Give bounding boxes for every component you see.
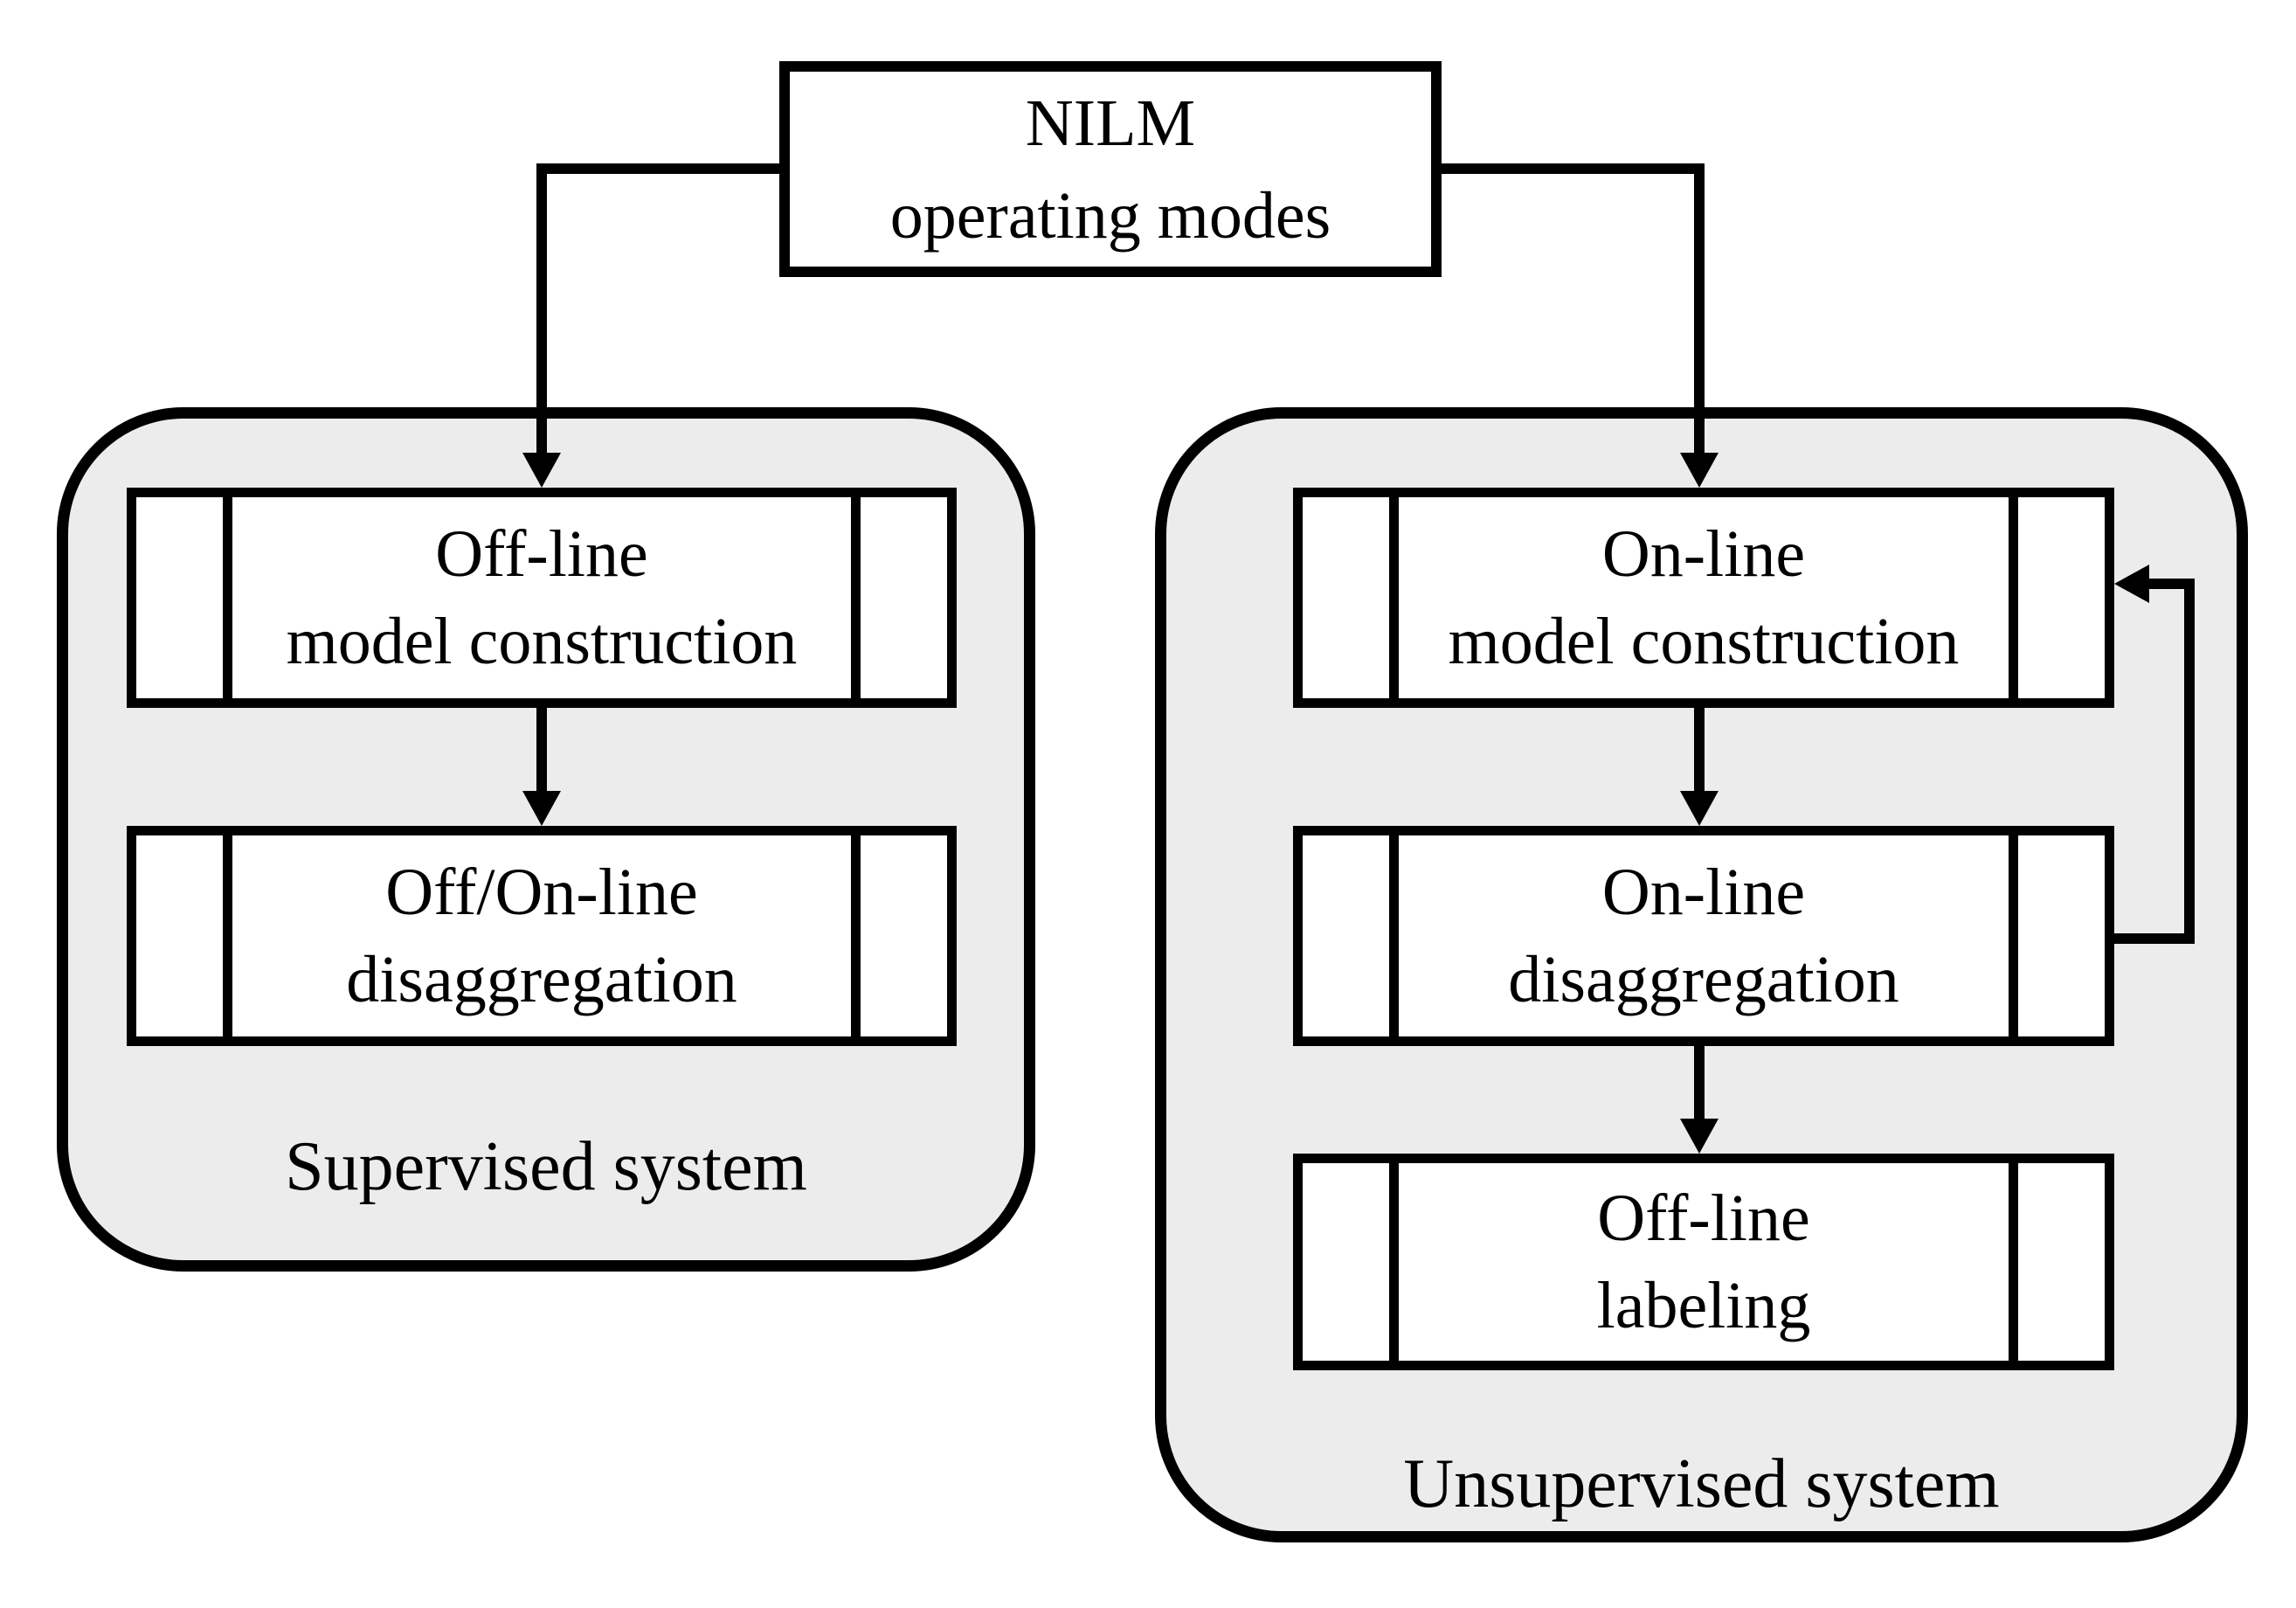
arrowhead-down-into-online-model-construction xyxy=(1680,453,1719,488)
unsupervised-system-label: Unsupervised system xyxy=(1403,1445,2000,1522)
arrowhead-down-into-offline-labeling xyxy=(1680,1119,1719,1154)
node-online-disaggregation: On-line disaggregation xyxy=(1293,826,2114,1046)
edge-online-model-to-online-disaggregation-vline xyxy=(1694,706,1705,794)
predefined-process-right-bar xyxy=(2009,1163,2018,1361)
edge-online-disaggregation-to-offline-labeling-vline xyxy=(1694,1044,1705,1121)
node-online-model-construction: On-line model construction xyxy=(1293,488,2114,708)
predefined-process-left-bar xyxy=(223,835,232,1036)
predefined-process-right-bar xyxy=(2009,497,2018,698)
predefined-process-left-bar xyxy=(1389,835,1399,1036)
node-label-online-model-construction: On-line model construction xyxy=(1448,517,1960,678)
node-nilm-operating-modes: NILM operating modes xyxy=(779,61,1442,277)
node-label-off-on-line-disaggregation: Off/On-line disaggregation xyxy=(346,856,737,1016)
node-off-on-line-disaggregation: Off/On-line disaggregation xyxy=(127,826,957,1046)
edge-root-to-offline-model-hline xyxy=(536,163,779,174)
node-label-online-disaggregation: On-line disaggregation xyxy=(1508,856,1899,1016)
feedback-edge-vline xyxy=(2184,579,2195,944)
predefined-process-right-bar xyxy=(851,835,861,1036)
feedback-edge-top-hline xyxy=(2147,579,2195,589)
edge-root-to-online-model-hline xyxy=(1442,163,1703,174)
feedback-edge-bottom-hline xyxy=(2110,933,2195,944)
arrowhead-down-into-offline-model-construction xyxy=(522,453,561,488)
arrowhead-left-into-online-model-construction xyxy=(2114,565,2149,603)
predefined-process-left-bar xyxy=(223,497,232,698)
predefined-process-right-bar xyxy=(2009,835,2018,1036)
predefined-process-left-bar xyxy=(1389,497,1399,698)
node-label-offline-model-construction: Off-line model construction xyxy=(286,517,798,678)
arrowhead-down-into-online-disaggregation xyxy=(1680,791,1719,826)
edge-root-to-online-model-vline xyxy=(1694,163,1705,458)
node-offline-model-construction: Off-line model construction xyxy=(127,488,957,708)
node-offline-labeling: Off-line labeling xyxy=(1293,1154,2114,1370)
arrowhead-down-into-off-on-line-disaggregation xyxy=(522,791,561,826)
edge-offline-model-to-disaggregation-vline xyxy=(536,706,547,794)
edge-root-to-offline-model-vline xyxy=(536,163,547,458)
node-label-nilm-operating-modes: NILM operating modes xyxy=(889,86,1331,253)
node-label-offline-labeling: Off-line labeling xyxy=(1596,1182,1811,1342)
supervised-system-label: Supervised system xyxy=(285,1128,807,1205)
predefined-process-left-bar xyxy=(1389,1163,1399,1361)
predefined-process-right-bar xyxy=(851,497,861,698)
